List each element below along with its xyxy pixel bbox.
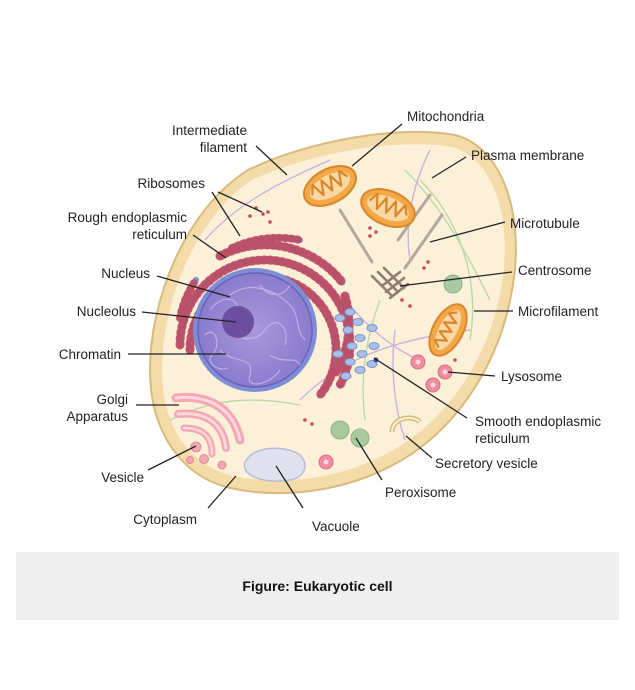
peroxisome-1 [330, 420, 350, 440]
label-nucleus: Nucleus [101, 266, 150, 281]
label-vacuole: Vacuole [312, 519, 360, 534]
labels: Intermediate filament Ribosomes Rough en… [59, 109, 602, 534]
golgi-apparatus [171, 392, 245, 458]
label-chromatin: Chromatin [59, 347, 121, 362]
vacuole [243, 447, 306, 482]
label-intermediate-filament-line2: filament [200, 140, 248, 155]
label-lysosome: Lysosome [501, 369, 562, 384]
peroxisome-upper [443, 274, 463, 294]
free-ribosomes [248, 206, 457, 426]
label-smooth-er-line2: reticulum [475, 431, 530, 446]
label-cytoplasm: Cytoplasm [133, 512, 197, 527]
peroxisome-2 [350, 428, 370, 448]
smooth-endoplasmic-reticulum [332, 308, 380, 380]
label-plasma-membrane: Plasma membrane [471, 148, 584, 163]
label-secretory-vesicle: Secretory vesicle [435, 456, 538, 471]
mitochondrion-1 [303, 165, 357, 207]
label-mitochondria: Mitochondria [407, 109, 485, 124]
cell [148, 130, 517, 495]
label-intermediate-filament-line1: Intermediate [172, 123, 247, 138]
nucleus [193, 268, 317, 392]
vesicles [186, 441, 227, 470]
label-centrosome: Centrosome [518, 263, 592, 278]
label-microfilament: Microfilament [518, 304, 599, 319]
mitochondrion-3 [428, 303, 468, 357]
label-ribosomes: Ribosomes [137, 176, 205, 191]
nucleolus [222, 306, 254, 338]
caption-box: Figure: Eukaryotic cell [16, 552, 619, 620]
label-nucleolus: Nucleolus [77, 304, 137, 319]
secretory-vesicle [389, 415, 422, 433]
figure-caption: Figure: Eukaryotic cell [242, 578, 393, 594]
label-vesicle: Vesicle [101, 470, 144, 485]
mitochondrion-2 [360, 188, 416, 228]
label-golgi-line2: Apparatus [66, 409, 128, 424]
chromatin [204, 284, 306, 385]
label-rough-er-line2: reticulum [132, 227, 187, 242]
label-rough-er-line1: Rough endoplasmic [68, 210, 188, 225]
label-microtubule: Microtubule [510, 216, 580, 231]
label-smooth-er-line1: Smooth endoplasmic [475, 414, 601, 429]
eukaryotic-cell-diagram: Intermediate filament Ribosomes Rough en… [59, 109, 602, 534]
cytoplasm [162, 144, 505, 481]
label-golgi-line1: Golgi [96, 392, 128, 407]
leader-lines [128, 123, 513, 509]
label-peroxisome: Peroxisome [385, 485, 456, 500]
lysosomes [318, 354, 453, 470]
centrosome [370, 266, 410, 300]
